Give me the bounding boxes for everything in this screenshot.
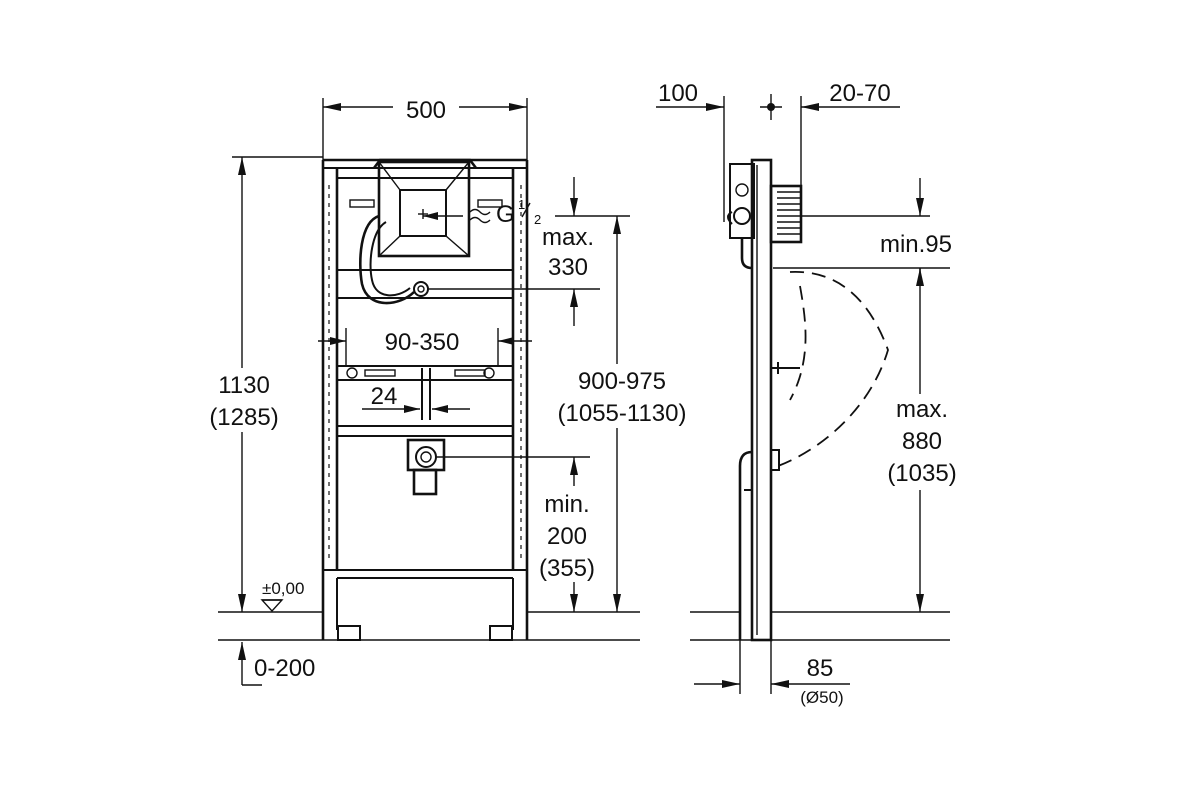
- height-main-label: 1130: [218, 372, 270, 399]
- svg-text:±0,00: ±0,00: [262, 579, 304, 598]
- svg-text:20-70: 20-70: [829, 80, 890, 107]
- level-reference: ±0,00: [218, 579, 323, 613]
- svg-text:880: 880: [902, 428, 942, 455]
- bracket-spacing-label: 90-350: [385, 329, 460, 356]
- svg-text:24: 24: [371, 383, 398, 410]
- supply-hose: [359, 214, 415, 305]
- front-view: 500: [204, 92, 690, 686]
- side-view: 100 20-70: [656, 80, 966, 707]
- supply-thread-label: G 1 2: [423, 197, 541, 228]
- svg-text:2: 2: [534, 212, 541, 227]
- max-880-dimension: max. 880 (1035): [880, 268, 966, 612]
- bracket-spacing-dimension: 90-350: [318, 328, 532, 365]
- svg-text:900-975: 900-975: [578, 368, 666, 395]
- depth-20-70-dimension: 20-70: [800, 80, 900, 190]
- offset-24-dimension: 24: [362, 383, 470, 413]
- height-alt-label: (1285): [209, 404, 278, 431]
- height-dimension: 1130 (1285): [204, 156, 323, 612]
- svg-text:min.95: min.95: [880, 231, 952, 258]
- svg-text:min.: min.: [544, 491, 589, 518]
- urinal-outline: [777, 271, 889, 467]
- svg-text:(1035): (1035): [887, 460, 956, 487]
- depth-85-dimension: 85 (Ø50): [694, 640, 850, 707]
- svg-text:85: 85: [807, 655, 834, 682]
- outlet-height-dimension: 900-975 (1055-1130): [556, 216, 690, 612]
- min-200-dimension: min. 200 (355): [530, 457, 604, 612]
- svg-text:0-200: 0-200: [254, 655, 315, 682]
- max-330-dimension: max. 330: [428, 177, 630, 326]
- svg-text:G: G: [496, 201, 515, 228]
- waste-outlet: [406, 438, 590, 496]
- svg-text:(355): (355): [539, 555, 595, 582]
- svg-text:(Ø50): (Ø50): [800, 688, 843, 707]
- svg-text:max.: max.: [896, 396, 948, 423]
- svg-text:(1055-1130): (1055-1130): [558, 400, 687, 427]
- floor-adjust-dimension: 0-200: [218, 639, 640, 686]
- svg-text:200: 200: [547, 523, 587, 550]
- flush-valve-box: [372, 158, 478, 258]
- svg-text:1: 1: [518, 197, 525, 212]
- frame: [321, 158, 529, 641]
- width-label: 500: [406, 97, 446, 124]
- svg-text:330: 330: [548, 254, 588, 281]
- width-dimension: 500: [322, 92, 528, 160]
- svg-text:100: 100: [658, 80, 698, 107]
- svg-text:max.: max.: [542, 224, 594, 251]
- centre-mark: [760, 94, 782, 120]
- depth-100-dimension: 100: [656, 80, 725, 222]
